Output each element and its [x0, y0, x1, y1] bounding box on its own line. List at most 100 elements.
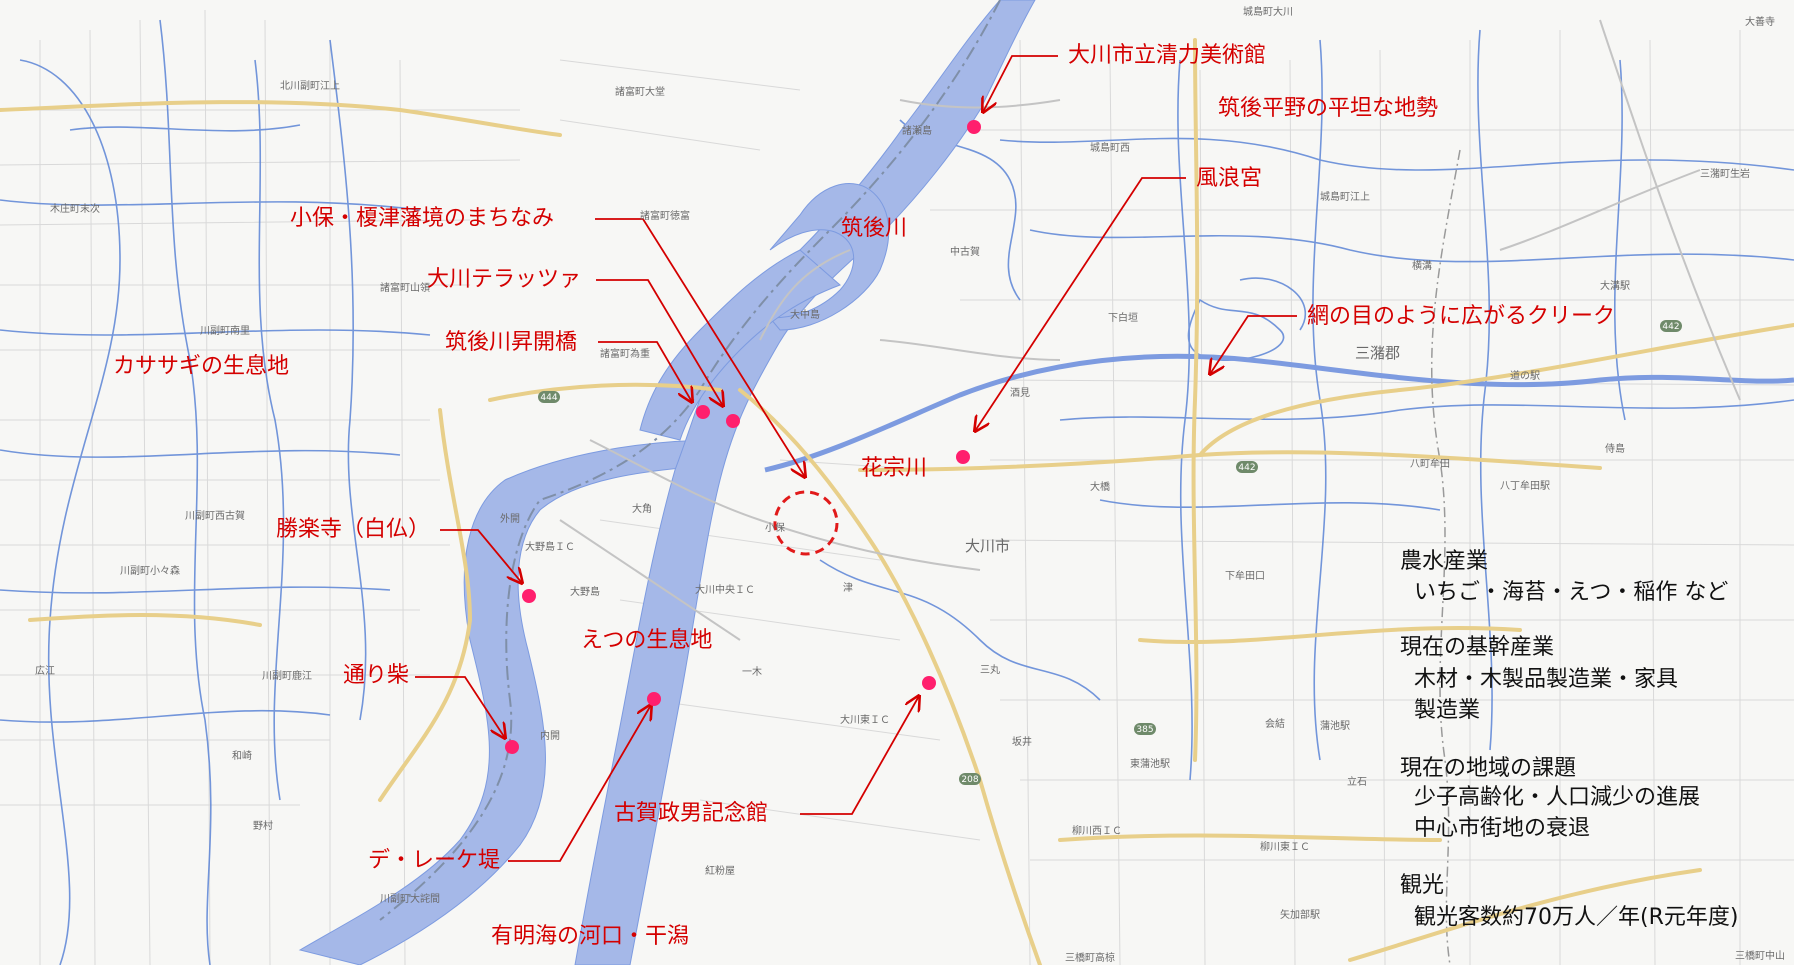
leader-creek: [1210, 315, 1297, 374]
marker-seiryoku[interactable]: [967, 120, 981, 134]
place-label: 外開: [500, 514, 520, 525]
place-label: 諸富町徳富: [640, 211, 690, 222]
marker-koga[interactable]: [922, 676, 936, 690]
place-label: 東蒲池駅: [1130, 759, 1170, 770]
label-etsu-habitat: えつの生息地: [581, 628, 713, 653]
label-shorakuji[interactable]: 勝楽寺（白仏）: [276, 517, 431, 542]
leader-koho-enokizu: [595, 218, 805, 477]
info-line-agriculture: いちご・海苔・えつ・稲作 など: [1414, 580, 1729, 605]
label-ariake-estuary: 有明海の河口・干潟: [491, 924, 690, 949]
chikugo-river-loop: [768, 183, 890, 331]
road-shields: 444 442 442 385 208: [538, 320, 1682, 785]
place-label: 木庄町末次: [50, 204, 100, 215]
central-area-circle[interactable]: [773, 490, 839, 556]
place-label: 大溝駅: [1600, 281, 1630, 292]
place-label: 柳川東ＩＣ: [1260, 842, 1310, 853]
place-label: 矢加部駅: [1280, 910, 1320, 921]
place-label: 津: [843, 583, 853, 594]
place-label: 道の駅: [1510, 371, 1540, 382]
marker-torishiba[interactable]: [505, 740, 519, 754]
label-chikugo-river: 筑後川: [841, 216, 908, 241]
creek-network: [0, 19, 1794, 965]
place-label: 侍島: [1605, 444, 1625, 455]
info-line-issues-2: 中心市街地の衰退: [1414, 816, 1591, 841]
place-label: 坂井: [1012, 737, 1032, 748]
marker-etsu[interactable]: [647, 692, 661, 706]
place-label: 北川副町江上: [280, 81, 340, 92]
place-label: 八町牟田: [1410, 459, 1450, 470]
place-label: 立石: [1347, 777, 1367, 788]
place-label: 大善寺: [1745, 17, 1775, 28]
place-label: 野村: [253, 821, 273, 832]
hanamune-river: [764, 353, 1794, 473]
leader-koga: [800, 696, 919, 815]
place-label: 大角: [632, 504, 652, 515]
place-label: 三潴郡: [1355, 344, 1401, 362]
label-torishiba[interactable]: 通り柴: [343, 663, 410, 688]
place-label: 八丁牟田駅: [1500, 481, 1550, 492]
place-label: 諸瀬島: [902, 126, 932, 137]
place-label: 三橋町中山: [1735, 951, 1785, 962]
label-creek-network: 網の目のように広がるクリーク: [1307, 304, 1616, 329]
place-label: 川副町西古賀: [185, 511, 245, 522]
place-label: 川副町小々森: [120, 566, 180, 577]
label-okawa-terazza[interactable]: 大川テラッツァ: [427, 267, 582, 292]
place-label: 大川東ＩＣ: [840, 715, 890, 726]
svg-text:208: 208: [961, 775, 978, 785]
info-heading-industry: 現在の基幹産業: [1400, 635, 1555, 660]
leader-shokaikyo: [598, 341, 692, 402]
place-label: 紅粉屋: [705, 866, 735, 877]
leader-lines: [415, 55, 1297, 862]
marker-terazza[interactable]: [726, 414, 740, 428]
place-label: 三潴町生岩: [1700, 169, 1750, 180]
place-label: 柳川西ＩＣ: [1072, 826, 1122, 837]
info-line-industry-1: 木材・木製品製造業・家具: [1414, 667, 1679, 692]
markers: [505, 120, 981, 754]
svg-text:442: 442: [1662, 322, 1679, 332]
place-label: 諸富町大堂: [615, 87, 665, 98]
place-label: 諸富町為重: [600, 349, 650, 360]
label-koga-memorial[interactable]: 古賀政男記念館: [614, 801, 769, 826]
info-heading-tourism: 観光: [1400, 873, 1445, 898]
info-line-tourism: 観光客数約70万人／年(R元年度): [1414, 905, 1739, 930]
label-kasasagi: カササギの生息地: [113, 354, 290, 379]
place-label: 川副町大詫間: [380, 894, 440, 905]
leader-torishiba: [415, 676, 505, 738]
place-label: 城島町西: [1090, 143, 1130, 154]
place-label: 下牟田口: [1225, 571, 1265, 582]
place-label: 川副町鹿江: [262, 671, 312, 682]
label-shokaikyo[interactable]: 筑後川昇開橋: [445, 330, 578, 355]
label-furogu[interactable]: 風浪宮: [1196, 166, 1263, 191]
info-heading-issues: 現在の地域の課題: [1400, 756, 1577, 781]
place-label: 大野島ＩＣ: [525, 542, 575, 553]
leader-furogu: [975, 177, 1186, 431]
label-de-rijke-dike[interactable]: デ・レーケ堤: [368, 848, 501, 873]
marker-shorakuji[interactable]: [522, 589, 536, 603]
place-label: 酒見: [1010, 388, 1030, 399]
marker-shokaikyo[interactable]: [696, 405, 710, 419]
place-label: 一木: [742, 667, 762, 678]
label-koho-enokizu[interactable]: 小保・榎津藩境のまちなみ: [290, 206, 555, 231]
place-label: 広江: [35, 666, 55, 677]
label-hanamune-river: 花宗川: [861, 456, 928, 481]
place-label: 三橋町高椋: [1065, 953, 1115, 964]
leader-terazza: [596, 279, 723, 406]
label-seiryoku-museum[interactable]: 大川市立清力美術館: [1068, 43, 1267, 68]
marker-furogu[interactable]: [956, 450, 970, 464]
place-label: 小保: [765, 523, 785, 534]
place-label: 大川中央ＩＣ: [695, 585, 755, 596]
place-label: 下白垣: [1108, 313, 1138, 324]
info-line-industry-2: 製造業: [1414, 698, 1481, 723]
info-heading-agriculture: 農水産業: [1400, 549, 1489, 574]
leader-de-rijke: [508, 705, 651, 862]
place-label: 城島町大川: [1243, 7, 1293, 18]
info-line-issues-1: 少子高齢化・人口減少の進展: [1414, 785, 1701, 810]
svg-text:385: 385: [1136, 725, 1153, 735]
svg-text:442: 442: [1238, 463, 1255, 473]
place-label: 和崎: [232, 751, 252, 762]
place-label: 川副町南里: [200, 326, 250, 337]
place-label: 大川市: [965, 537, 1011, 555]
place-label: 中古賀: [950, 247, 980, 258]
svg-text:444: 444: [540, 393, 557, 403]
